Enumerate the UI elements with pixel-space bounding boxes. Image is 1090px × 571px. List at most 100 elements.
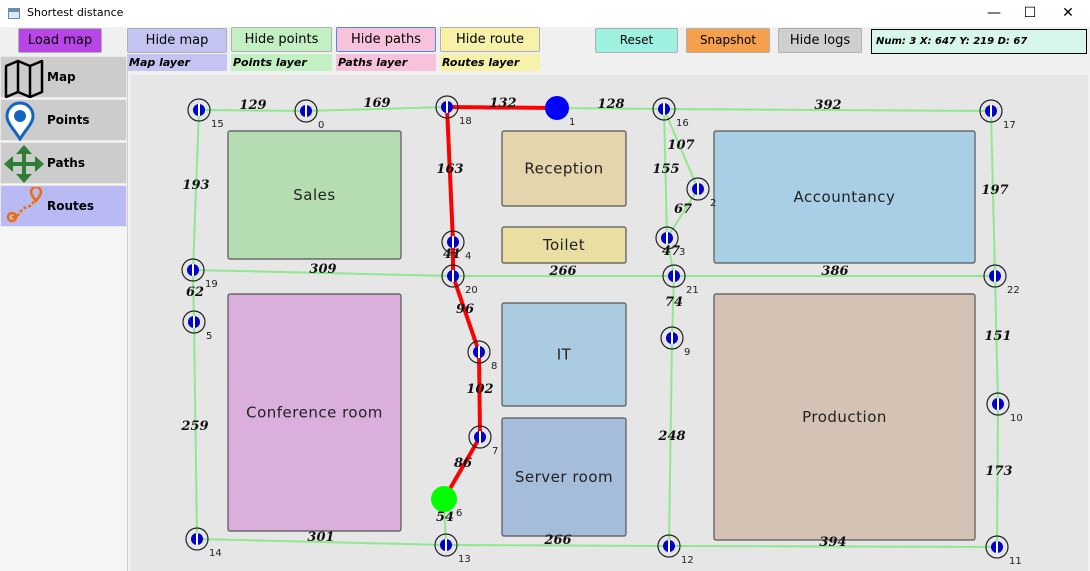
path-edge — [192, 109, 200, 271]
edge-distance-label: 169 — [363, 96, 390, 111]
snapshot-button[interactable]: Snapshot — [686, 28, 770, 53]
hide-logs-button[interactable]: Hide logs — [778, 28, 862, 53]
point-ring — [441, 230, 465, 254]
path-edge — [668, 545, 998, 548]
edge-distance-label: 301 — [307, 530, 334, 545]
edge-distance-label: 54 — [436, 510, 454, 525]
point-number-label: 1 — [569, 117, 575, 128]
title-bar: Shortest distance — ☐ ✕ — [0, 0, 1090, 27]
point-ring — [435, 95, 459, 119]
point-ring — [657, 534, 681, 558]
hide-route-button[interactable]: Hide route — [440, 27, 540, 52]
room-production — [713, 293, 976, 541]
point-number-label: 6 — [456, 508, 462, 519]
path-edge — [663, 108, 668, 239]
edge-distance-label: 129 — [239, 98, 266, 113]
point-number-label: 20 — [465, 285, 478, 296]
point-ring — [181, 258, 205, 282]
point-number-label: 14 — [209, 548, 222, 559]
maximize-button[interactable]: ☐ — [1023, 5, 1037, 21]
reset-button[interactable]: Reset — [595, 28, 678, 53]
point-number-label: 2 — [710, 198, 716, 209]
edge-distance-label: 74 — [665, 295, 683, 310]
sidebar-item-map[interactable]: Map — [0, 56, 127, 98]
point-number-label: 3 — [679, 247, 685, 258]
sidebar-item-label: Map — [47, 70, 76, 84]
move-arrows-icon — [4, 145, 44, 183]
point-number-label: 12 — [681, 555, 694, 566]
point-ring — [986, 392, 1010, 416]
close-button[interactable]: ✕ — [1062, 5, 1074, 21]
map-layer-label: Map layer — [127, 54, 227, 71]
point-number-label: 9 — [684, 347, 690, 358]
room-label-conference-room: Conference room — [246, 404, 383, 422]
edge-distance-label: 151 — [984, 329, 1011, 344]
point-number-label: 7 — [492, 446, 498, 457]
room-toilet — [501, 226, 627, 264]
point-marker-slit — [193, 316, 195, 328]
point-number-label: 11 — [1009, 556, 1022, 567]
sidebar-item-paths[interactable]: Paths — [0, 142, 127, 184]
point-number-label: 17 — [1003, 120, 1016, 131]
edge-distance-label: 47 — [662, 244, 680, 259]
path-edge — [198, 109, 307, 112]
hide-map-button[interactable]: Hide map — [127, 28, 227, 53]
point-ring — [187, 98, 211, 122]
edge-distance-label: 386 — [821, 264, 848, 279]
edge-distance-label: 102 — [466, 382, 493, 397]
point-marker-slit — [997, 398, 999, 410]
point-marker-slit — [990, 105, 992, 117]
path-edge — [556, 107, 665, 110]
point-marker-slit — [478, 346, 480, 358]
minimize-button[interactable]: — — [987, 5, 1001, 21]
room-label-server-room: Server room — [515, 468, 613, 486]
path-edge — [663, 108, 699, 190]
path-edge — [994, 275, 999, 405]
point-ring — [434, 533, 458, 557]
path-edge — [193, 321, 198, 540]
path-edge — [668, 337, 673, 547]
path-edge — [192, 269, 454, 277]
toolbar: Load map Hide map Hide points Hide paths… — [0, 27, 1090, 73]
point-ring — [441, 264, 465, 288]
points-layer-label: Points layer — [231, 54, 332, 71]
point-ring — [979, 99, 1003, 123]
edge-distance-label: 41 — [443, 247, 461, 262]
path-edge — [305, 106, 448, 112]
room-label-accountancy: Accountancy — [794, 188, 896, 206]
point-marker-slit — [198, 104, 200, 116]
point-number-label: 18 — [459, 116, 472, 127]
hide-paths-button[interactable]: Hide paths — [336, 27, 436, 52]
edge-distance-label: 309 — [309, 262, 336, 277]
path-edge — [990, 110, 996, 277]
point-marker-slit — [994, 270, 996, 282]
sidebar-item-label: Points — [47, 113, 90, 127]
point-marker-slit — [479, 431, 481, 443]
room-label-reception: Reception — [524, 160, 603, 178]
sidebar: Map Points Paths Routes — [0, 56, 128, 571]
edge-distance-label: 155 — [652, 162, 679, 177]
point-ring — [985, 535, 1009, 559]
point-number-label: 21 — [686, 285, 699, 296]
edge-distance-label: 248 — [657, 429, 685, 444]
point-ring — [983, 264, 1007, 288]
log-display: Num: 3 X: 647 Y: 219 D: 67 — [871, 29, 1087, 54]
sidebar-item-routes[interactable]: Routes — [0, 185, 127, 227]
point-number-label: 19 — [205, 279, 218, 290]
room-accountancy — [713, 130, 976, 264]
edge-distance-label: 266 — [548, 264, 576, 279]
point-ring — [468, 425, 492, 449]
edge-distance-label: 173 — [985, 464, 1012, 479]
map-drawing[interactable]: SalesReceptionToiletAccountancyConferenc… — [128, 73, 1090, 571]
point-number-label: 15 — [211, 119, 224, 130]
point-marker-slit — [305, 105, 307, 117]
load-map-button[interactable]: Load map — [18, 28, 102, 53]
path-edge — [996, 403, 999, 548]
sidebar-item-points[interactable]: Points — [0, 99, 127, 141]
point-ring — [660, 326, 684, 350]
hide-points-button[interactable]: Hide points — [231, 27, 332, 52]
app-window-icon — [8, 8, 20, 19]
point-ring — [652, 97, 676, 121]
path-edge — [671, 275, 675, 339]
